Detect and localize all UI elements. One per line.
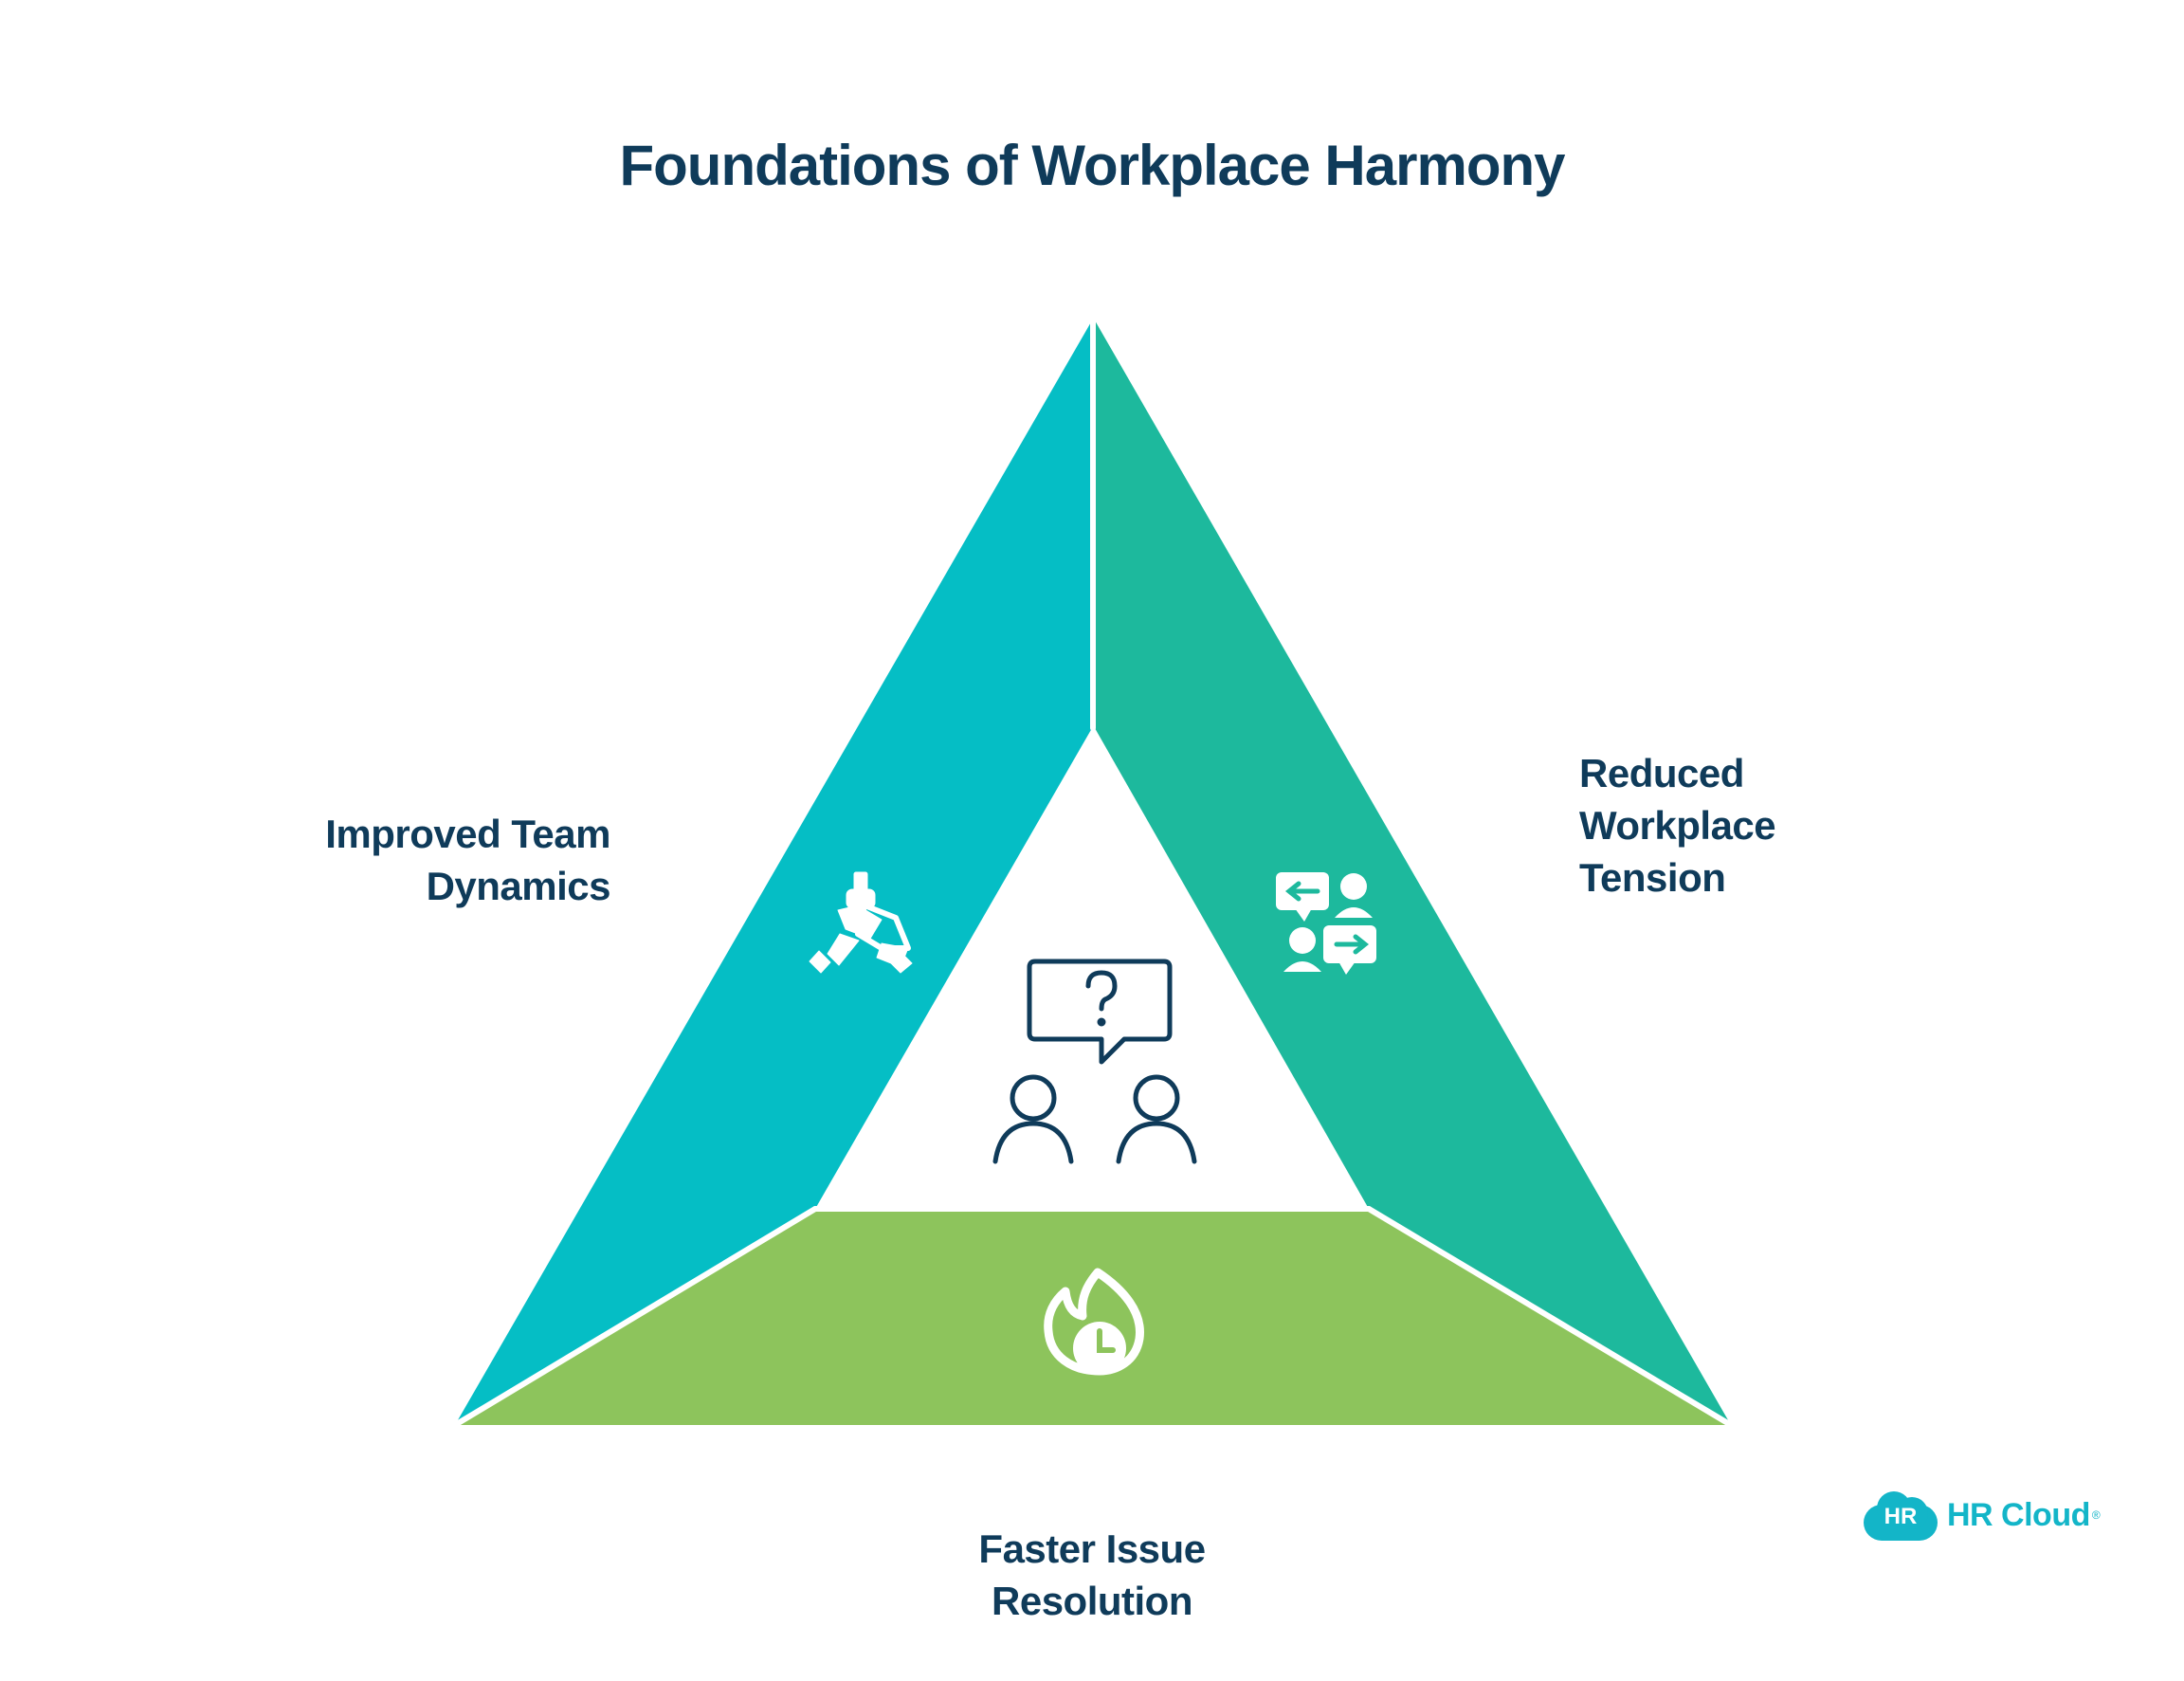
label-improved-team-dynamics: Improved Team Dynamics	[325, 808, 610, 912]
logo-text: HR Cloud	[1947, 1496, 2090, 1533]
people-question-icon	[992, 959, 1197, 1164]
logo-mark: HR	[1884, 1504, 1918, 1529]
hr-cloud-logo: HR HR Cloud®	[1864, 1487, 2101, 1544]
label-line: Dynamics	[426, 864, 611, 908]
logo-reg-mark: ®	[2091, 1508, 2101, 1522]
hands-together-icon	[809, 871, 913, 974]
page-title: Foundations of Workplace Harmony	[619, 134, 1566, 197]
cloud-logo-icon: HR	[1864, 1489, 1938, 1541]
label-line: Reduced	[1579, 751, 1744, 795]
segment-left	[455, 320, 1092, 1425]
label-line: Improved Team	[325, 812, 610, 856]
two-people-conversation-icon	[1276, 872, 1376, 975]
fire-clock-icon	[1044, 1268, 1144, 1376]
label-line: Tension	[1579, 855, 1726, 900]
label-line: Faster Issue	[978, 1526, 1206, 1571]
segment-bottom	[455, 1209, 1731, 1425]
label-faster-issue-resolution: Faster Issue Resolution	[0, 1523, 2184, 1627]
label-reduced-workplace-tension: Reduced Workplace Tension	[1579, 747, 1776, 904]
label-line: Workplace	[1579, 803, 1776, 848]
label-line: Resolution	[992, 1579, 1193, 1623]
segment-right	[1095, 320, 1731, 1425]
